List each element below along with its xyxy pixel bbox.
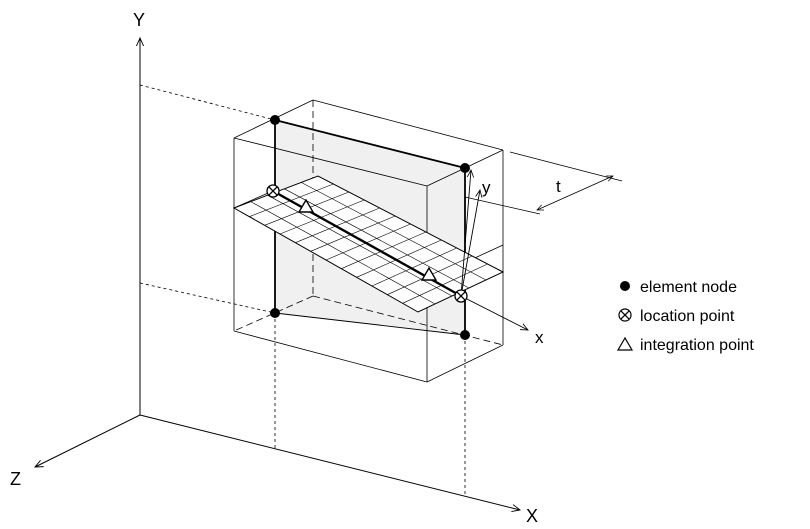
legend-label: location point: [640, 308, 735, 325]
grid-line: [325, 223, 411, 261]
legend: element node location point integration …: [616, 279, 754, 354]
grid-line: [279, 199, 365, 235]
grid-line: [356, 239, 442, 278]
global-axes: [35, 38, 520, 510]
thickness-label: t: [556, 177, 561, 196]
integration-point: [420, 266, 438, 281]
thickness-arrow: [537, 175, 613, 211]
integration-points: [297, 198, 438, 281]
element-node: [460, 330, 470, 340]
local-y-axis: [460, 170, 471, 297]
legend-item-element-node: element node: [620, 279, 737, 296]
location-point: [454, 289, 468, 303]
element-node: [460, 163, 470, 173]
grid-line: [341, 231, 427, 269]
local-y-label: y: [482, 178, 491, 197]
hidden-edges: [233, 100, 504, 346]
element-nodes: [270, 115, 470, 340]
z-axis-label: Z: [10, 469, 21, 489]
local-y-axis-diag: [460, 190, 480, 297]
thickness-dimension: [464, 151, 623, 215]
grid-line: [310, 215, 396, 252]
grid-line: [295, 207, 380, 243]
local-x-label: x: [535, 328, 544, 347]
location-point: [266, 184, 280, 198]
location-points: [266, 184, 468, 303]
legend-item-location-point: location point: [618, 308, 735, 325]
circle-cross-icon: [618, 308, 632, 322]
x-axis: [139, 414, 520, 510]
z-axis: [35, 414, 141, 467]
triangle-icon: [616, 336, 634, 351]
local-axes: [460, 170, 528, 330]
grid-line: [402, 263, 488, 304]
grid-line: [371, 247, 457, 287]
projection-lines: [139, 84, 466, 497]
legend-label: element node: [640, 279, 737, 296]
mid-surface-bottom-edge: [274, 312, 466, 336]
element-node: [270, 308, 280, 318]
x-axis-label: X: [526, 506, 538, 526]
legend-item-integration-point: integration point: [616, 336, 754, 354]
integration-point: [297, 198, 315, 213]
local-x-axis: [460, 295, 528, 330]
y-axis-label: Y: [133, 10, 145, 30]
element-node: [270, 115, 280, 125]
filled-circle-icon: [620, 281, 630, 291]
legend-label: integration point: [640, 337, 754, 354]
